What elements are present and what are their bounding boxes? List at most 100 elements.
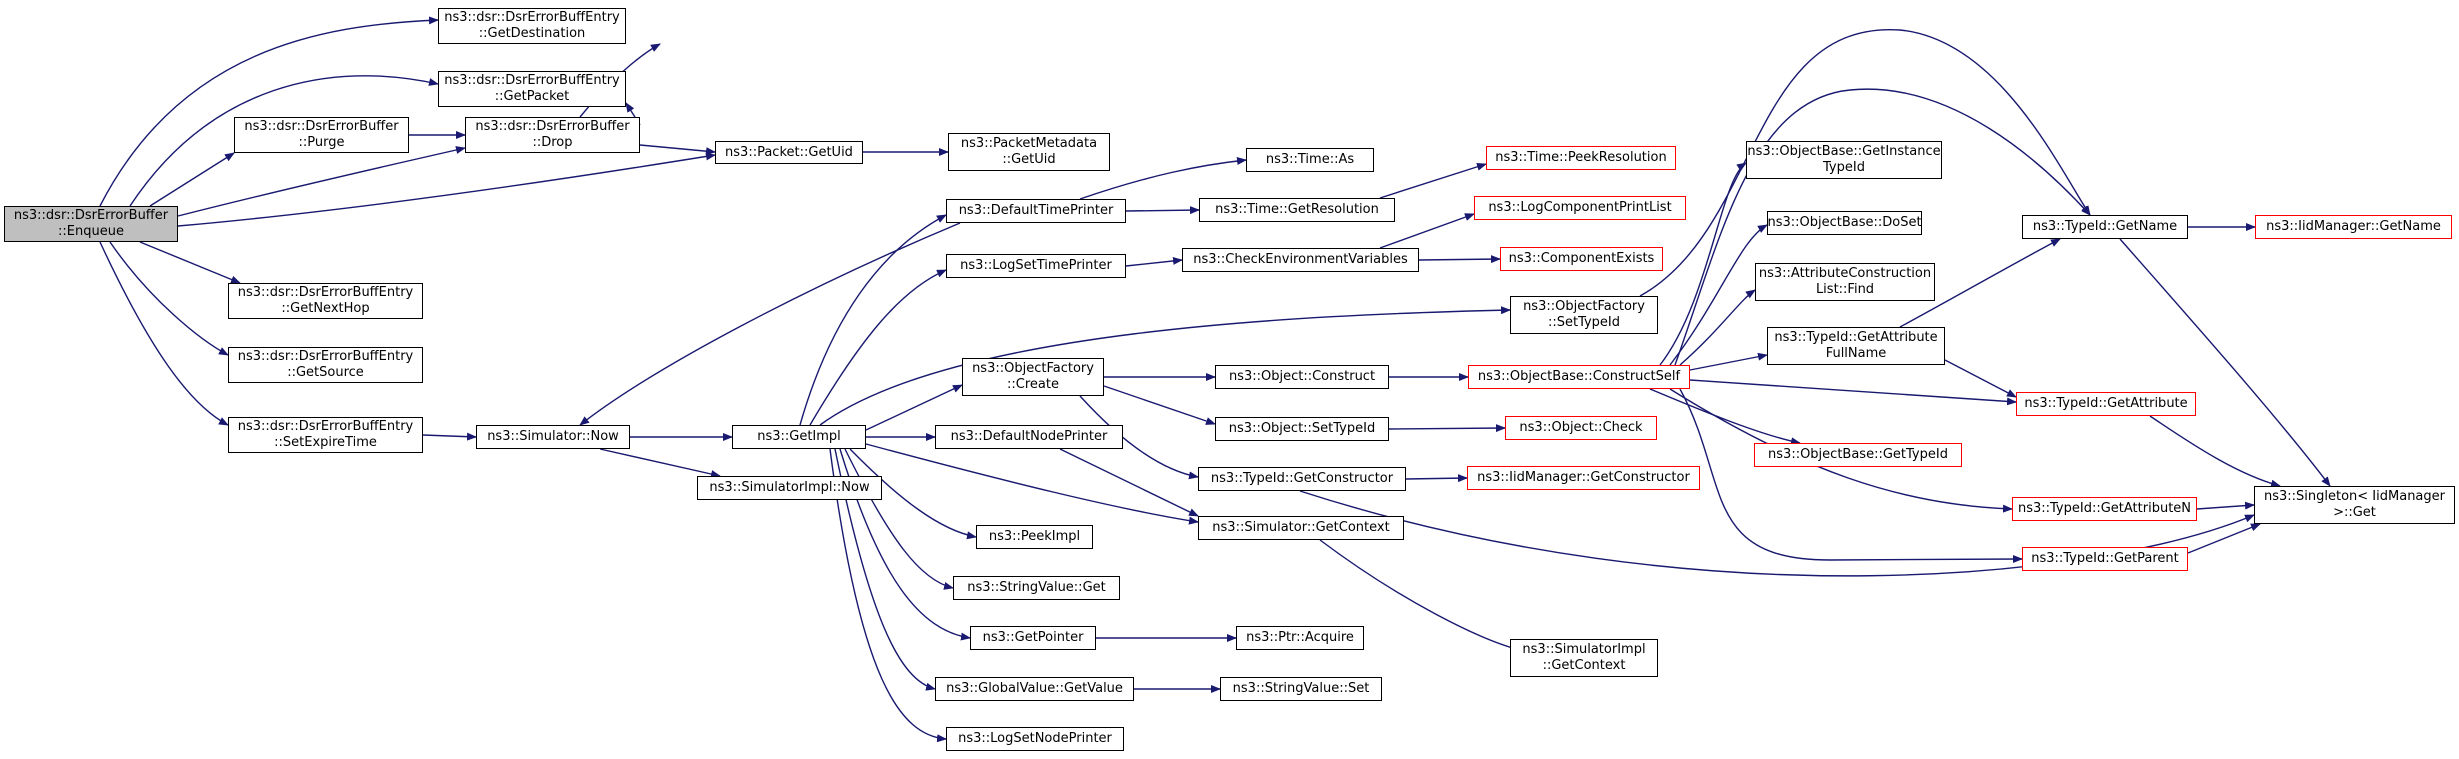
edge-enqueue-to-purge [149,152,235,207]
edge-setexpire-to-simnow [422,432,477,441]
node-peekimpl[interactable]: ns3::PeekImpl [976,525,1093,549]
node-dsrerrorbuffer-purge[interactable]: ns3::dsr::DsrErrorBuffer ::Purge [234,117,409,153]
edge-obconstructself-to-tidgetattrn [1669,388,2013,513]
edge-simnow-to-simimplnow [599,448,721,478]
edge-enqueue-to-getsource [109,241,229,356]
node-time-as[interactable]: ns3::Time::As [1246,148,1374,172]
node-simulatorimpl-getcontext[interactable]: ns3::SimulatorImpl ::GetContext [1510,639,1658,677]
edge-getimpl-to-logsetnodeprinter [829,448,947,743]
edge-tidgetattrn-to-singletonget [2196,501,2255,510]
node-simulatorimpl-now[interactable]: ns3::SimulatorImpl::Now [697,476,882,500]
edge-tidgetattr-to-singletonget [2149,415,2281,488]
edge-objsettypeid-to-objcheck [1388,424,1506,433]
edge-getimpl-to-simgetcontext [865,443,1199,525]
node-typeid-getconstructor[interactable]: ns3::TypeId::GetConstructor [1198,467,1406,491]
node-iidmanager-getname[interactable]: ns3::IidManager::GetName [2255,215,2452,239]
node-errorbuffentry-setexpiretime[interactable]: ns3::dsr::DsrErrorBuffEntry ::SetExpireT… [228,417,423,453]
edge-obconstructself-to-obgetinstancetypeid [1659,162,1747,366]
edge-tidgetattrfullname-to-tidgetattr [1944,359,2017,398]
node-simulator-getcontext[interactable]: ns3::Simulator::GetContext [1198,516,1404,540]
node-stringvalue-set[interactable]: ns3::StringValue::Set [1220,677,1382,701]
node-objectfactory-create[interactable]: ns3::ObjectFactory ::Create [962,358,1104,396]
node-defaulttimeprinter[interactable]: ns3::DefaultTimePrinter [946,199,1126,223]
edge-enqueue-to-getpacket [129,75,439,207]
node-errorbuffentry-getdestination[interactable]: ns3::dsr::DsrErrorBuffEntry ::GetDestina… [438,8,626,44]
edge-defnodeprinter-to-simgetcontext [1059,448,1199,517]
edge-checkenv-to-compexists [1418,255,1501,264]
node-typeid-getparent[interactable]: ns3::TypeId::GetParent [2022,547,2188,571]
node-errorbuffentry-getpacket[interactable]: ns3::dsr::DsrErrorBuffEntry ::GetPacket [438,71,626,107]
node-time-peekresolution[interactable]: ns3::Time::PeekResolution [1486,146,1676,170]
node-errorbuffentry-getnexthop[interactable]: ns3::dsr::DsrErrorBuffEntry ::GetNextHop [228,283,423,319]
node-iidmanager-getconstructor[interactable]: ns3::IidManager::GetConstructor [1467,466,1700,490]
edge-ofcreate-to-tidgetconstructor [1079,395,1199,480]
edge-obconstructself-to-obdoset [1669,224,1768,366]
node-packetmetadata-getuid[interactable]: ns3::PacketMetadata ::GetUid [948,133,1110,171]
node-object-check[interactable]: ns3::Object::Check [1505,416,1657,440]
node-globalvalue-getvalue[interactable]: ns3::GlobalValue::GetValue [935,677,1134,701]
edge-enqueue-to-getnexthop [139,241,241,284]
node-objectfactory-settypeid[interactable]: ns3::ObjectFactory ::SetTypeId [1510,296,1658,334]
node-checkenvironmentvariables[interactable]: ns3::CheckEnvironmentVariables [1182,248,1419,272]
edge-getimpl-to-gvgetvalue [834,448,936,691]
node-stringvalue-get[interactable]: ns3::StringValue::Get [953,576,1120,600]
node-packet-getuid[interactable]: ns3::Packet::GetUid [715,141,863,164]
node-getimpl[interactable]: ns3::GetImpl [732,425,866,449]
edge-enqueue-to-pktgetuid [177,152,716,227]
node-errorbuffentry-getsource[interactable]: ns3::dsr::DsrErrorBuffEntry ::GetSource [228,347,423,383]
edge-getimpl-to-logsettimeprinter [809,269,947,426]
node-object-settypeid[interactable]: ns3::Object::SetTypeId [1215,417,1389,441]
edge-getimpl-to-peekimpl [849,448,977,540]
edge-tidgetparent-to-singletonget [2187,523,2261,554]
node-logsetnodeprinter[interactable]: ns3::LogSetNodePrinter [946,727,1124,751]
node-objectbase-doset[interactable]: ns3::ObjectBase::DoSet [1767,211,1922,235]
edge-tidgetconstructor-to-iidgetconstructor [1405,474,1468,483]
node-componentexists[interactable]: ns3::ComponentExists [1500,247,1663,271]
edge-logsettimeprinter-to-checkenv [1125,256,1183,267]
edge-tidgetattrfullname-to-tidgetname [1899,238,2061,328]
edge-tidgetconstructor-to-singletonget [1299,490,2255,577]
edge-ofcreate-to-objsettypeid [1103,385,1216,425]
edge-ofsettypeid-to-tidgetname [1639,29,2091,297]
edge-getimpl-to-ofcreate [865,384,963,431]
edge-getimpl-to-deftimeprinter [799,214,947,426]
node-dsrerrorbuffer-enqueue[interactable]: ns3::dsr::DsrErrorBuffer ::Enqueue [4,206,178,242]
edge-getimpl-to-stringvalueget [844,448,954,590]
edge-obconstructself-to-tidgetname [1674,88,2091,366]
edge-deftimeprinter-to-timeas [1079,156,1247,200]
edge-simgetcontext-to-simimplgetcontext [1319,539,1521,652]
node-ptr-acquire[interactable]: ns3::Ptr::Acquire [1236,626,1364,650]
node-defaultnodeprinter[interactable]: ns3::DefaultNodePrinter [935,425,1123,449]
node-typeid-getattribute[interactable]: ns3::TypeId::GetAttribute [2016,392,2196,416]
edge-obconstructself-to-tidgetattrfullname [1689,352,1768,371]
edge-timegetres-to-peekres [1379,162,1487,199]
edge-deftimeprinter-to-timegetres [1125,206,1200,215]
edge-obconstructself-to-tidgetparent [1679,388,2023,564]
node-getpointer[interactable]: ns3::GetPointer [970,626,1096,650]
node-singleton-iidmanager-get[interactable]: ns3::Singleton< IidManager >::Get [2254,486,2455,524]
edge-enqueue-to-drop [177,146,466,217]
edge-tidgetname-to-singletonget [2119,238,2331,487]
edge-drop-to-pktgetuid [639,144,716,156]
node-dsrerrorbuffer-drop[interactable]: ns3::dsr::DsrErrorBuffer ::Drop [465,117,640,153]
edge-obconstructself-to-obgettypeid [1649,388,1801,446]
node-typeid-getname[interactable]: ns3::TypeId::GetName [2022,215,2188,239]
node-attributeconstructionlist-find[interactable]: ns3::AttributeConstruction List::Find [1755,263,1935,301]
node-time-getresolution[interactable]: ns3::Time::GetResolution [1199,198,1395,222]
edge-enqueue-to-setexpire [99,241,229,426]
node-objectbase-constructself[interactable]: ns3::ObjectBase::ConstructSelf [1468,365,1690,389]
node-typeid-getattributen[interactable]: ns3::TypeId::GetAttributeN [2012,497,2197,521]
edge-checkenv-to-logcompprintlist [1379,213,1475,249]
node-logsettimeprinter[interactable]: ns3::LogSetTimePrinter [946,254,1126,278]
edge-obconstructself-to-tidgetattr [1689,379,2017,406]
node-objectbase-getinstancetypeid[interactable]: ns3::ObjectBase::GetInstance TypeId [1746,141,1942,179]
edge-getimpl-to-ofsettypeid [819,306,1511,426]
node-logcomponentprintlist[interactable]: ns3::LogComponentPrintList [1474,196,1686,220]
node-simulator-now[interactable]: ns3::Simulator::Now [476,425,630,449]
node-object-construct[interactable]: ns3::Object::Construct [1215,365,1389,389]
node-objectbase-gettypeid[interactable]: ns3::ObjectBase::GetTypeId [1754,443,1962,467]
node-typeid-getattributefullname[interactable]: ns3::TypeId::GetAttribute FullName [1767,327,1945,365]
edge-obconstructself-to-attrconstructfind [1679,289,1756,366]
